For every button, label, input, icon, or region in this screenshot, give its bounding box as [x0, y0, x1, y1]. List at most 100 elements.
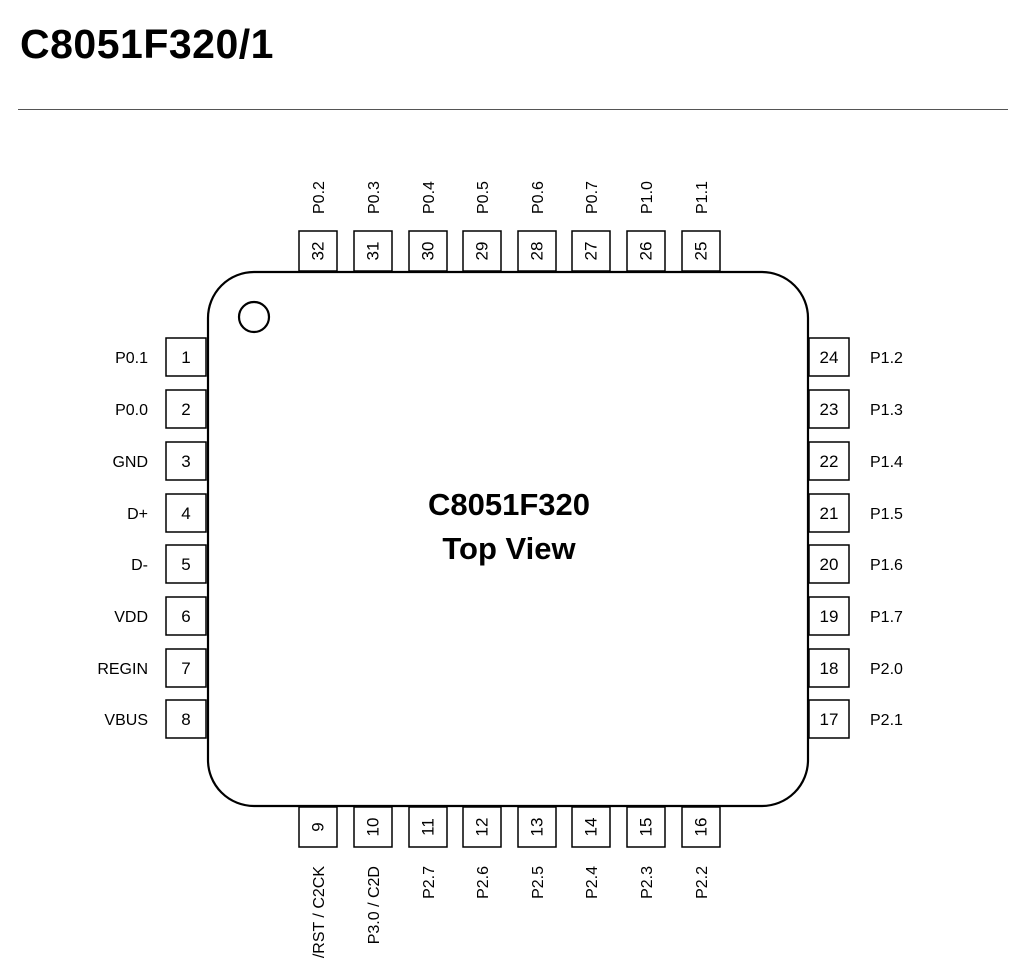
pin-18: 18 P2.0 — [808, 648, 903, 688]
pin-number-29: 29 — [473, 242, 492, 261]
pin-28: 28 P0.6 — [517, 181, 557, 272]
pin-20: 20 P1.6 — [808, 544, 903, 584]
pin-number-27: 27 — [582, 242, 601, 261]
pin-number-6: 6 — [181, 607, 190, 626]
pin-box-17 — [808, 699, 850, 739]
pin-box-2 — [165, 389, 207, 429]
pin-number-16: 16 — [692, 818, 711, 837]
pin-4: 4D+ — [127, 493, 207, 533]
pin-26: 26 P1.0 — [626, 181, 666, 272]
pin-box-32 — [298, 230, 338, 272]
pin-9: 9/RST / C2CK — [298, 806, 338, 959]
header-divider — [18, 109, 1008, 110]
pin-label-9: /RST / C2CK — [311, 866, 328, 959]
chip-name-label: C8051F320 — [428, 487, 590, 522]
pin-label-1: P0.1 — [115, 350, 148, 367]
page-title: C8051F320/1 — [20, 21, 274, 67]
pin-label-29: P0.5 — [475, 181, 492, 214]
pin-number-5: 5 — [181, 555, 190, 574]
pin-label-22: P1.4 — [870, 454, 903, 471]
chip-body — [206, 270, 810, 808]
pin-label-11: P2.7 — [421, 866, 438, 899]
pin-number-17: 17 — [820, 710, 839, 729]
pin-number-32: 32 — [309, 242, 328, 261]
pin-5: 5 D- — [131, 544, 207, 584]
pin-box-15 — [626, 806, 666, 848]
pin-label-15: P2.3 — [639, 866, 656, 899]
pin-32: 32 P0.2 — [298, 181, 338, 272]
pin-label-27: P0.7 — [584, 181, 601, 214]
pin-box-10 — [353, 806, 393, 848]
pin-box-8 — [165, 699, 207, 739]
pin-label-20: P1.6 — [870, 557, 903, 574]
pin-number-9: 9 — [309, 822, 328, 831]
pin-box-13 — [517, 806, 557, 848]
pin-number-4: 4 — [181, 504, 190, 523]
pin-number-18: 18 — [820, 659, 839, 678]
pin-number-14: 14 — [582, 818, 601, 837]
pin-box-4 — [165, 493, 207, 533]
pin-number-7: 7 — [181, 659, 190, 678]
pin-box-7 — [165, 648, 207, 688]
pin-number-11: 11 — [419, 818, 438, 836]
pin-number-26: 26 — [637, 242, 656, 261]
pin-label-31: P0.3 — [366, 181, 383, 214]
pin-box-25 — [681, 230, 721, 272]
pin-label-21: P1.5 — [870, 506, 903, 523]
pin-box-20 — [808, 544, 850, 584]
pin-number-8: 8 — [181, 710, 190, 729]
pin-label-10: P3.0 / C2D — [366, 866, 383, 944]
pin-number-21: 21 — [820, 504, 839, 523]
pin-box-9 — [298, 806, 338, 848]
pin-number-1: 1 — [181, 348, 190, 367]
pin-label-23: P1.3 — [870, 402, 903, 419]
pin-21: 21 P1.5 — [808, 493, 903, 533]
pin-label-28: P0.6 — [530, 181, 547, 214]
pin-label-6: VDD — [114, 609, 148, 626]
pin-label-14: P2.4 — [584, 866, 601, 899]
pin-label-18: P2.0 — [870, 661, 903, 678]
pin-number-24: 24 — [820, 348, 839, 367]
pin-2: 2P0.0 — [115, 389, 207, 429]
pin-label-17: P2.1 — [870, 712, 903, 729]
pin-number-22: 22 — [820, 452, 839, 471]
pin-number-31: 31 — [364, 242, 383, 261]
pin-box-22 — [808, 441, 850, 481]
pin-box-3 — [165, 441, 207, 481]
pin-number-28: 28 — [528, 242, 547, 261]
pin-box-26 — [626, 230, 666, 272]
pin-box-24 — [808, 337, 850, 377]
pin-label-5: D- — [131, 557, 148, 574]
pin-label-26: P1.0 — [639, 181, 656, 214]
pin-label-32: P0.2 — [311, 181, 328, 214]
pin-number-20: 20 — [820, 555, 839, 574]
pin-number-30: 30 — [419, 242, 438, 261]
pin-number-15: 15 — [637, 818, 656, 837]
pin-6: 6 VDD — [114, 596, 207, 636]
pin-box-12 — [462, 806, 502, 848]
pin-box-11 — [408, 806, 448, 848]
pin-box-23 — [808, 389, 850, 429]
pin-number-12: 12 — [473, 818, 492, 837]
pin-27: 27 P0.7 — [571, 181, 611, 272]
pin-number-13: 13 — [528, 818, 547, 837]
pin-number-3: 3 — [181, 452, 190, 471]
pin-box-6 — [165, 596, 207, 636]
pin-label-25: P1.1 — [694, 181, 711, 214]
pin-label-16: P2.2 — [694, 866, 711, 899]
pin-label-2: P0.0 — [115, 402, 148, 419]
